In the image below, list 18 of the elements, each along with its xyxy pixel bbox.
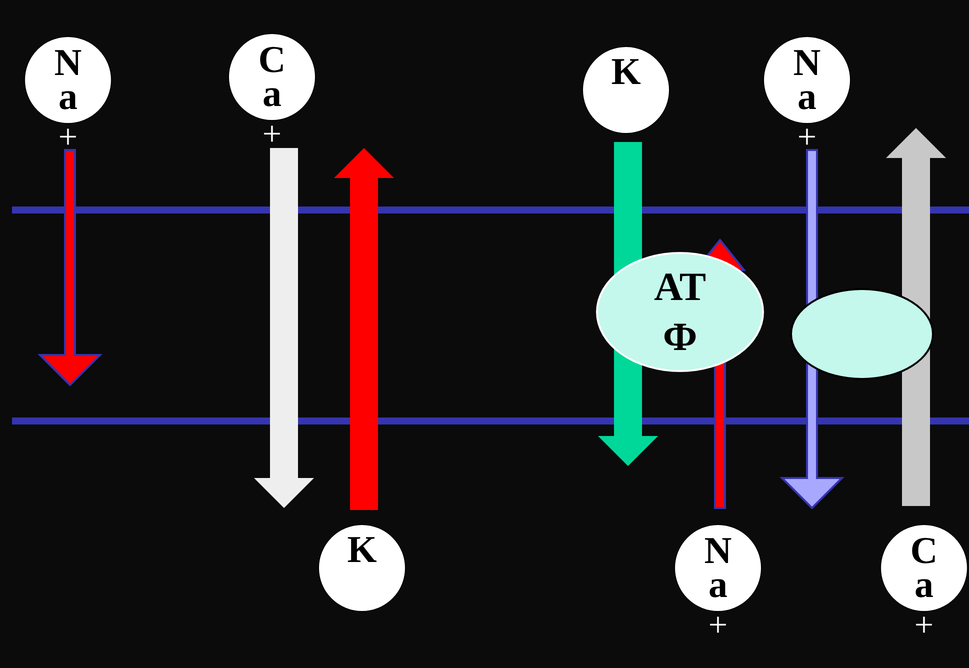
ion-symbol: a	[914, 568, 934, 602]
ion-symbol: K	[347, 533, 377, 567]
charge-sign: +	[797, 124, 817, 152]
ion-symbol: C	[258, 43, 286, 77]
ion-symbol: N	[54, 46, 82, 80]
ion-symbol: a	[58, 80, 78, 114]
ion-symbol: C	[910, 534, 938, 568]
ion-symbol: a	[798, 80, 816, 114]
charge-sign: +	[708, 612, 728, 640]
ion-symbol: a	[262, 77, 282, 111]
ion-symbol: K	[611, 55, 641, 89]
charge-sign: +	[262, 121, 282, 149]
ion-symbol: a	[708, 568, 728, 602]
charge-sign: +	[914, 612, 934, 640]
ion-symbol: N	[704, 534, 732, 568]
charge-sign: +	[58, 124, 78, 152]
ion-symbol: N	[793, 46, 821, 80]
enzyme-label: АТФ	[652, 263, 708, 361]
